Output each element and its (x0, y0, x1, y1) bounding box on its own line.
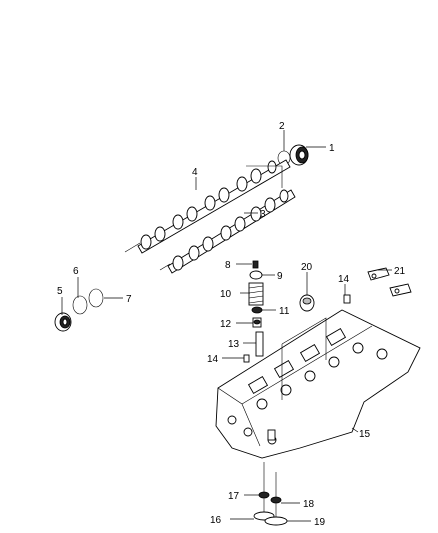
callout-6: 6 (73, 266, 79, 277)
callout-2: 2 (279, 121, 285, 132)
callout-18: 18 (303, 499, 315, 510)
valve-guide-part (255, 331, 264, 357)
cam-sprocket-part (54, 312, 72, 332)
callout-5: 5 (57, 286, 63, 297)
callout-8: 8 (225, 260, 231, 271)
callout-9: 9 (277, 271, 283, 282)
callout-15: 15 (359, 429, 371, 440)
spring-retainer-part (249, 270, 263, 280)
valve-keeper-part (252, 260, 259, 269)
callout-17: 17 (228, 491, 240, 502)
rocker-arm-part (367, 267, 412, 297)
valve-stem-seal-part (252, 317, 262, 328)
callout-13: 13 (228, 339, 240, 350)
exhaust-camshaft-part (159, 189, 296, 274)
cylinder-head-plug-part (299, 294, 315, 312)
callout-7: 7 (126, 294, 132, 305)
intake-camshaft-part (124, 159, 291, 254)
callout-21: 21 (394, 266, 406, 277)
callout-1: 1 (329, 143, 335, 154)
valve-spring-part (248, 282, 264, 306)
callout-14-right: 14 (338, 274, 350, 285)
seal-ring-part (72, 295, 88, 315)
callout-12: 12 (220, 319, 232, 330)
dowel-pin-right-part (343, 294, 351, 304)
callout-10: 10 (220, 289, 232, 300)
callout-4: 4 (192, 167, 198, 178)
callout-3: 3 (260, 209, 266, 220)
dowel-pin-left-part (243, 354, 250, 363)
retainer-ring-part (88, 288, 104, 308)
callout-20: 20 (301, 262, 313, 273)
callout-14-left: 14 (207, 354, 219, 365)
callout-11: 11 (279, 306, 290, 317)
cylinder-head-part (215, 309, 421, 459)
callout-16: 16 (210, 515, 222, 526)
intake-valve-part (253, 462, 275, 521)
camshaft-seal-part (289, 144, 309, 166)
callout-19: 19 (314, 517, 326, 528)
spring-seat-part (251, 306, 263, 314)
